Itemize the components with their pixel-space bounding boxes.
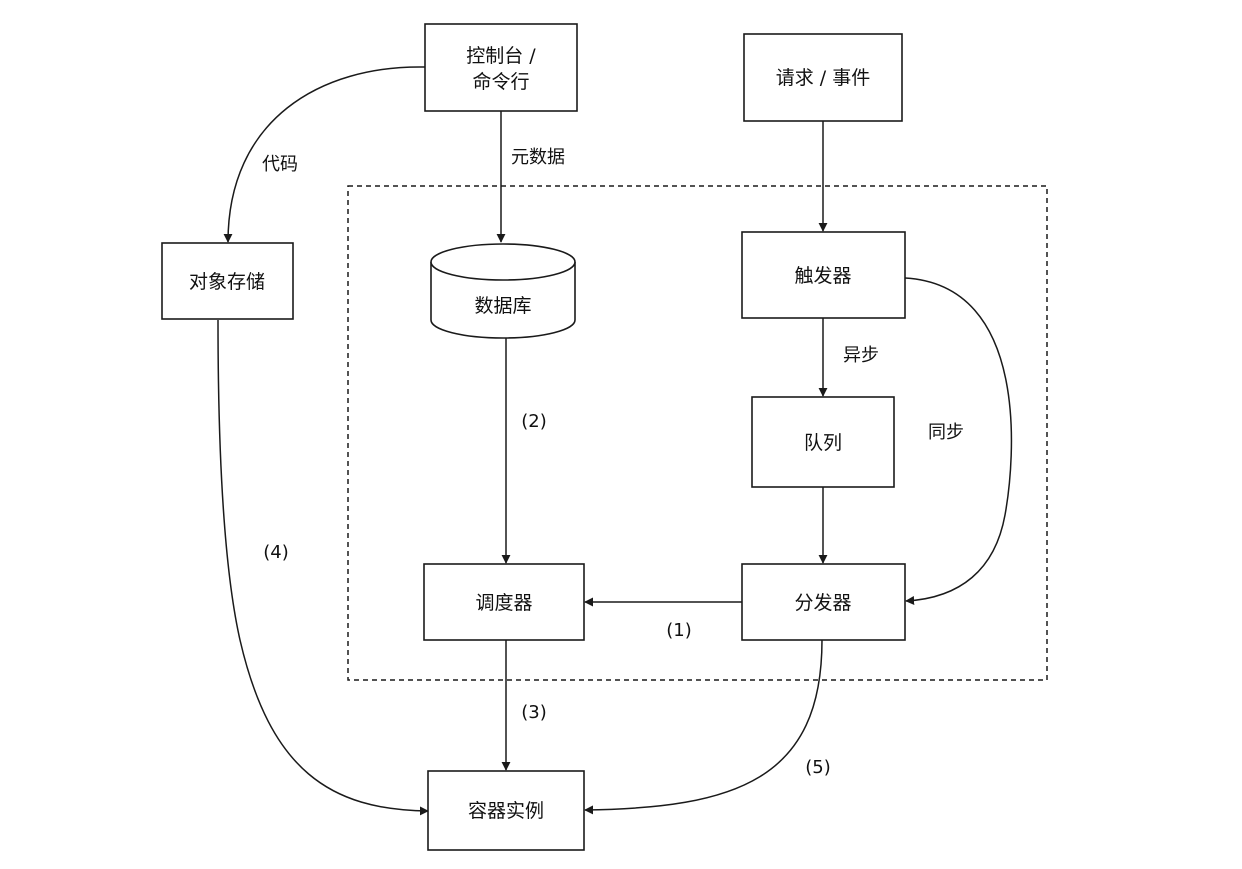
label-code: 代码: [262, 154, 298, 175]
edge-dispatcher-to-container: [584, 639, 823, 815]
label-step-2: (2): [521, 411, 547, 432]
object-storage-node: 对象存储: [161, 242, 294, 320]
label-step-5: (5): [805, 757, 831, 778]
label-step-3: (3): [521, 702, 547, 723]
label-step-4: (4): [263, 542, 289, 563]
label-step-1: (1): [666, 620, 692, 641]
console-label: 控制台 /: [466, 45, 536, 67]
dispatcher-label: 分发器: [794, 592, 851, 614]
edge-storage-to-container: [217, 319, 429, 816]
trigger-node: 触发器: [741, 231, 906, 319]
edge-console-to-storage: [223, 66, 426, 243]
trigger-label: 触发器: [794, 265, 851, 287]
object-storage-label: 对象存储: [189, 271, 265, 293]
database-label: 数据库: [474, 295, 531, 317]
platform-region: [347, 185, 1048, 681]
request-label: 请求 / 事件: [776, 67, 870, 89]
edge-trigger-to-dispatcher-sync: [904, 277, 1013, 606]
label-async: 异步: [843, 345, 879, 366]
queue-label: 队列: [804, 432, 842, 454]
database-node: 数据库: [430, 243, 576, 339]
container-node: 容器实例: [427, 770, 585, 851]
container-label: 容器实例: [468, 800, 544, 822]
queue-node: 队列: [751, 396, 895, 488]
scheduler-label: 调度器: [475, 592, 532, 614]
request-node: 请求 / 事件: [743, 33, 903, 122]
console-node: 控制台 / 命令行: [424, 23, 578, 112]
label-sync: 同步: [928, 422, 964, 443]
scheduler-node: 调度器: [423, 563, 585, 641]
label-metadata: 元数据: [511, 147, 565, 168]
dispatcher-node: 分发器: [741, 563, 906, 641]
console-label-line2: 命令行: [472, 71, 529, 93]
